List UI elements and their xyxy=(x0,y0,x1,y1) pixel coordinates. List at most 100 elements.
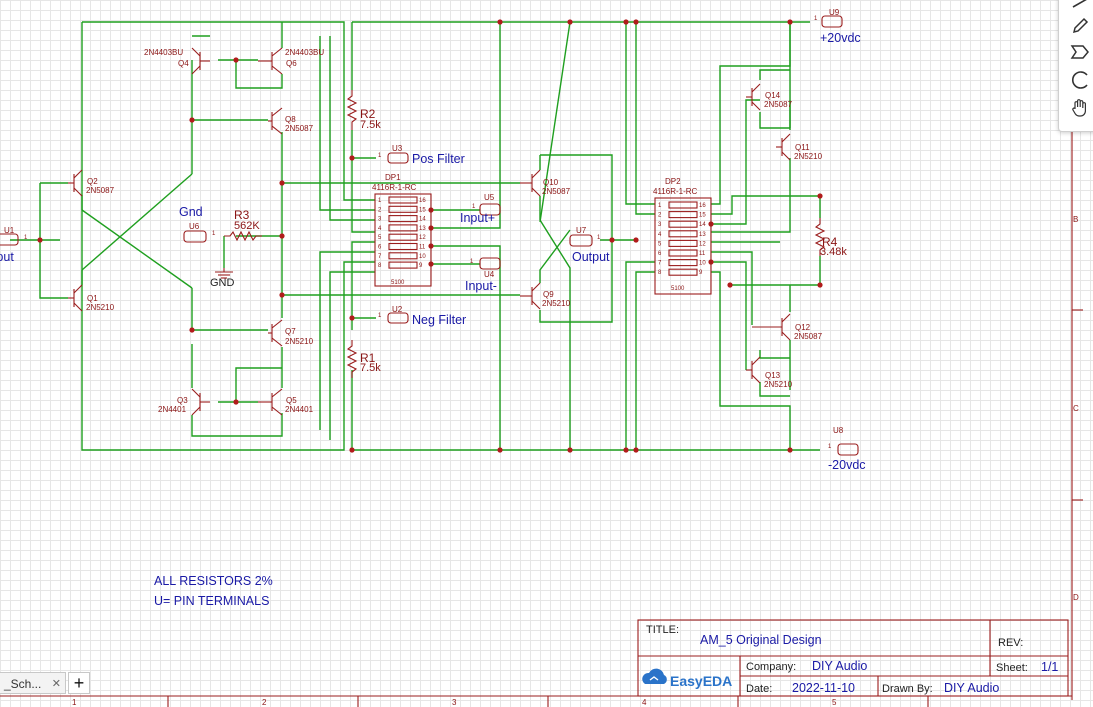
u5-ref: U5 xyxy=(484,193,495,202)
col-label-1: 1 xyxy=(72,698,77,707)
dp2-pin-right-7: 10 xyxy=(699,261,706,267)
r3-value: 562K xyxy=(234,220,260,232)
junctions xyxy=(37,19,823,453)
close-icon[interactable]: ✕ xyxy=(51,678,61,690)
u4-ref: U4 xyxy=(484,270,495,279)
line-tool-icon[interactable] xyxy=(1069,0,1091,19)
u7-pin: 1 xyxy=(597,235,601,241)
dp2-pin-right-1: 16 xyxy=(699,203,706,209)
transistor-q2[interactable]: Q2 2N5087 xyxy=(68,169,115,197)
q11-part: 2N5210 xyxy=(794,152,823,161)
q10-part: 2N5087 xyxy=(542,187,571,196)
dp1-resistor-2 xyxy=(388,205,418,213)
resistor-r2[interactable]: R2 7.5k xyxy=(346,90,381,131)
dp1-pin-right-1: 16 xyxy=(419,198,426,204)
u1-pin: 1 xyxy=(24,235,28,241)
dp1-pin-right-7: 10 xyxy=(419,254,426,260)
q5-ref: Q5 xyxy=(286,396,297,405)
q1-ref: Q1 xyxy=(87,294,98,303)
dp1-pin-right-3: 14 xyxy=(419,217,426,223)
terminal-u9[interactable]: U9 1 +20vdc xyxy=(814,8,861,45)
dp1-pin-right-8: 9 xyxy=(419,263,423,269)
q12-part: 2N5087 xyxy=(794,332,823,341)
add-sheet-button[interactable]: + xyxy=(68,672,90,694)
dp1-resistor-3 xyxy=(388,215,418,223)
transistor-q9[interactable]: Q9 2N5210 xyxy=(520,282,571,310)
transistor-q8[interactable]: Q8 2N5087 xyxy=(268,107,314,135)
q7-part: 2N5210 xyxy=(285,337,314,346)
r3-ref: R3 xyxy=(234,208,250,222)
q6-ref: Q6 xyxy=(286,59,297,68)
arc-icon[interactable] xyxy=(1069,69,1091,91)
pan-hand-icon[interactable] xyxy=(1069,97,1091,119)
dp2-pin-right-4: 13 xyxy=(699,232,706,238)
transistor-q14[interactable]: Q14 2N5087 xyxy=(746,83,793,111)
col-label-3: 3 xyxy=(452,698,457,707)
dp2-pin-left-7: 7 xyxy=(658,261,662,267)
easyeda-logo: EasyEDA xyxy=(642,668,732,689)
tab-schematic[interactable]: _Sch...✕ xyxy=(0,672,66,694)
transistor-q5[interactable]: Q5 2N4401 xyxy=(258,388,314,416)
u1-ref: U1 xyxy=(4,226,15,235)
transistor-q7[interactable]: Q7 2N5210 xyxy=(268,319,314,347)
dp2-pin-right-3: 14 xyxy=(699,222,706,228)
dp2-pin-left-4: 4 xyxy=(658,232,662,238)
dp2-resistor-4 xyxy=(668,230,698,238)
terminal-u6[interactable]: U6 1 Gnd xyxy=(179,205,216,243)
u2-ref: U2 xyxy=(392,305,403,314)
u5-pin: 1 xyxy=(472,204,476,210)
q6-part: 2N4403BU xyxy=(285,48,324,57)
u4-label: Input- xyxy=(465,279,497,293)
dp2-resistor-8 xyxy=(668,268,698,276)
date-label: Date: xyxy=(746,683,772,695)
col-label-2: 2 xyxy=(262,698,267,707)
q3-ref: Q3 xyxy=(177,396,188,405)
dp2-resistor-7 xyxy=(668,259,698,267)
terminal-u8[interactable]: U8 1 -20vdc xyxy=(828,426,866,472)
u7-ref: U7 xyxy=(576,226,587,235)
transistor-q10[interactable]: Q10 2N5087 xyxy=(520,169,571,197)
q8-ref: Q8 xyxy=(285,115,296,124)
terminal-u7[interactable]: U7 1 Output xyxy=(569,226,610,264)
u9-label: +20vdc xyxy=(820,31,861,45)
u5-label: Input+ xyxy=(460,211,495,225)
resistor-r3[interactable]: R3 562K xyxy=(224,208,262,242)
transistor-q3[interactable]: Q3 2N4401 xyxy=(158,388,210,416)
row-label-c: C xyxy=(1073,404,1079,413)
transistor-q13[interactable]: Q13 2N5210 xyxy=(746,356,793,389)
terminal-u5[interactable]: U5 1 Input+ xyxy=(460,193,501,225)
pencil-icon[interactable] xyxy=(1069,15,1091,37)
transistor-q4[interactable]: 2N4403BU Q4 xyxy=(144,47,210,75)
r4-value: 3.48k xyxy=(820,246,847,258)
transistor-q11[interactable]: Q11 2N5210 xyxy=(776,133,823,161)
r2-value: 7.5k xyxy=(360,119,381,131)
u9-pin: 1 xyxy=(814,16,818,22)
transistor-q12[interactable]: Q12 2N5087 xyxy=(752,313,823,341)
u3-label: Pos Filter xyxy=(412,152,465,166)
transistor-q6[interactable]: 2N4403BU Q6 xyxy=(258,47,324,75)
terminal-u1[interactable]: U1 1 Input xyxy=(0,226,28,264)
u6-pin: 1 xyxy=(212,231,216,237)
resistor-r1[interactable]: R1 7.5k xyxy=(346,340,381,378)
terminal-u2[interactable]: U2 1 Neg Filter xyxy=(378,305,466,327)
terminal-u4[interactable]: U4 1 Input- xyxy=(465,257,501,293)
drawn-by-label: Drawn By: xyxy=(882,683,933,695)
col-label-5: 5 xyxy=(832,698,837,707)
dp1-pin-right-4: 13 xyxy=(419,226,426,232)
net-flag-icon[interactable] xyxy=(1069,41,1091,63)
drawn-by-value: DIY Audio xyxy=(944,681,999,695)
dp2-resistor-6 xyxy=(668,249,698,257)
dp2-resistor-5 xyxy=(668,239,698,247)
q10-ref: Q10 xyxy=(543,178,559,187)
r1-value: 7.5k xyxy=(360,362,381,374)
transistor-q1[interactable]: Q1 2N5210 xyxy=(68,284,115,312)
resistor-r4[interactable]: R4 3.48k xyxy=(814,218,847,258)
dp1-pin-right-5: 12 xyxy=(419,235,426,241)
terminal-u3[interactable]: U3 1 Pos Filter xyxy=(378,144,465,166)
q9-part: 2N5210 xyxy=(542,299,571,308)
dp2-pin-left-5: 5 xyxy=(658,241,662,247)
